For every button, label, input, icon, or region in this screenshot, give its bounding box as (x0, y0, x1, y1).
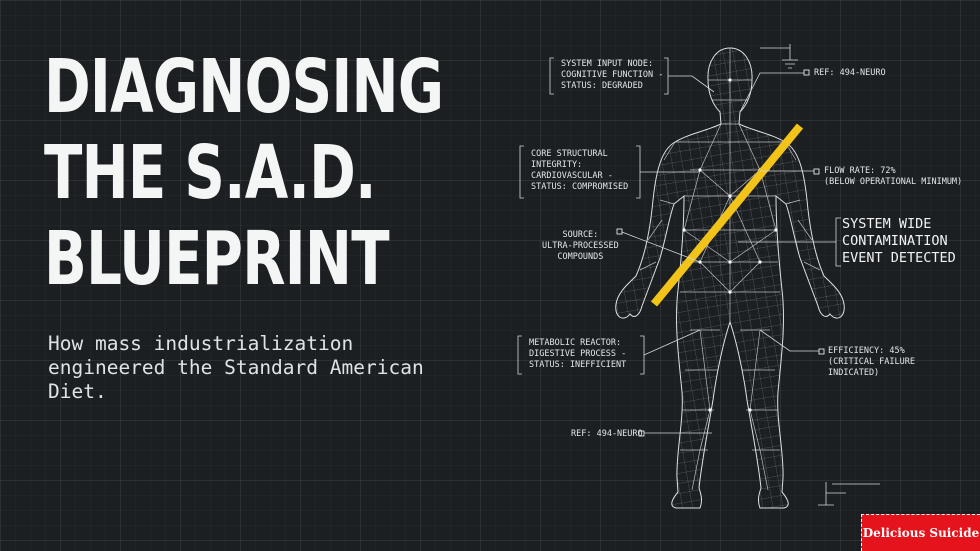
source-label: SOURCE: ULTRA-PROCESSED COMPOUNDS (542, 230, 619, 262)
subtitle: How mass industrialization engineered th… (48, 332, 424, 403)
efficiency-label: EFFICIENCY: 45% (CRITICAL FAILURE INDICA… (828, 346, 915, 378)
title-line-1: DIAGNOSING (44, 44, 444, 130)
brand-badge: Delicious Suicide (861, 514, 980, 551)
node-square-icon (616, 69, 825, 437)
contamination-label: SYSTEM WIDE CONTAMINATION EVENT DETECTED (842, 216, 956, 266)
title-line-2: THE S.A.D. (44, 130, 376, 216)
main-title: DIAGNOSING THE S.A.D. BLUEPRINT (44, 44, 444, 302)
title-line-3: BLUEPRINT (44, 216, 390, 302)
metabolic-label: METABOLIC REACTOR: DIGESTIVE PROCESS - S… (529, 338, 627, 370)
ref-top-label: REF: 494-NEURO (814, 68, 886, 78)
accent-stripe (650, 123, 804, 307)
core-structural-label: CORE STRUCTURAL INTEGRITY: CARDIOVASCULA… (531, 149, 629, 192)
input-node-label: SYSTEM INPUT NODE: COGNITIVE FUNCTION - … (561, 59, 664, 91)
human-body-wireframe-icon (615, 47, 845, 509)
flow-rate-label: FLOW RATE: 72% (BELOW OPERATIONAL MINIMU… (824, 166, 963, 187)
ref-bottom-label: REF: 494-NEURO (571, 429, 643, 439)
